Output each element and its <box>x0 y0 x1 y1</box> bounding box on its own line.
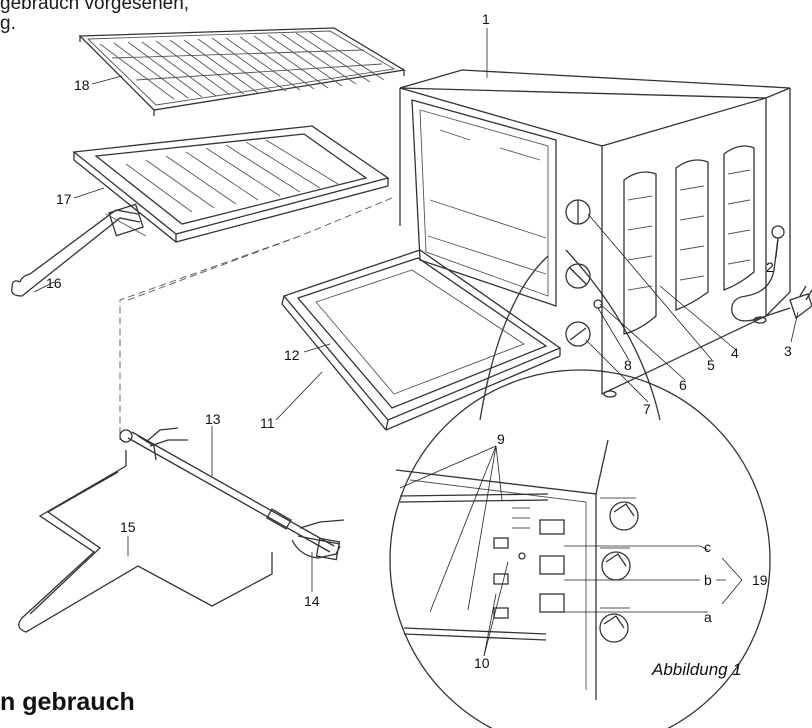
label-12: 12 <box>284 347 300 363</box>
label-17: 17 <box>56 191 72 207</box>
label-2: 2 <box>766 259 774 275</box>
top-text-line-1: gebrauch vorgesehen, <box>0 0 190 14</box>
label-1: 1 <box>482 11 490 27</box>
label-5: 5 <box>707 357 715 373</box>
label-14: 14 <box>304 593 320 609</box>
label-16: 16 <box>46 275 62 291</box>
label-3: 3 <box>784 343 792 359</box>
oven-door <box>281 249 562 431</box>
power-cord <box>731 225 812 322</box>
figure-caption: Abbildung 1 <box>652 660 742 679</box>
oven-body <box>399 69 791 398</box>
label-4: 4 <box>731 345 739 361</box>
label-10: 10 <box>474 655 490 671</box>
part-number-labels: 1 2 3 4 5 6 7 8 9 10 11 12 13 14 15 16 1… <box>46 11 792 671</box>
top-text-line-2: g. <box>0 13 16 34</box>
tray-handle <box>11 203 147 297</box>
label-15: 15 <box>120 519 136 535</box>
label-7: 7 <box>643 401 651 417</box>
label-a: a <box>704 609 712 625</box>
spit-handle <box>18 450 273 633</box>
section-heading: n gebrauch <box>0 688 135 716</box>
label-11: 11 <box>260 415 275 431</box>
label-9: 9 <box>497 431 505 447</box>
label-19: 19 <box>752 572 768 588</box>
rotisserie-spit <box>119 427 345 561</box>
label-18: 18 <box>74 77 90 93</box>
label-b: b <box>704 572 712 588</box>
label-8: 8 <box>624 357 632 373</box>
label-6: 6 <box>679 377 687 393</box>
label-13: 13 <box>205 411 221 427</box>
label-c: c <box>704 539 711 555</box>
baking-tray <box>72 125 390 243</box>
wire-rack <box>78 27 406 116</box>
leader-lines <box>33 28 799 657</box>
